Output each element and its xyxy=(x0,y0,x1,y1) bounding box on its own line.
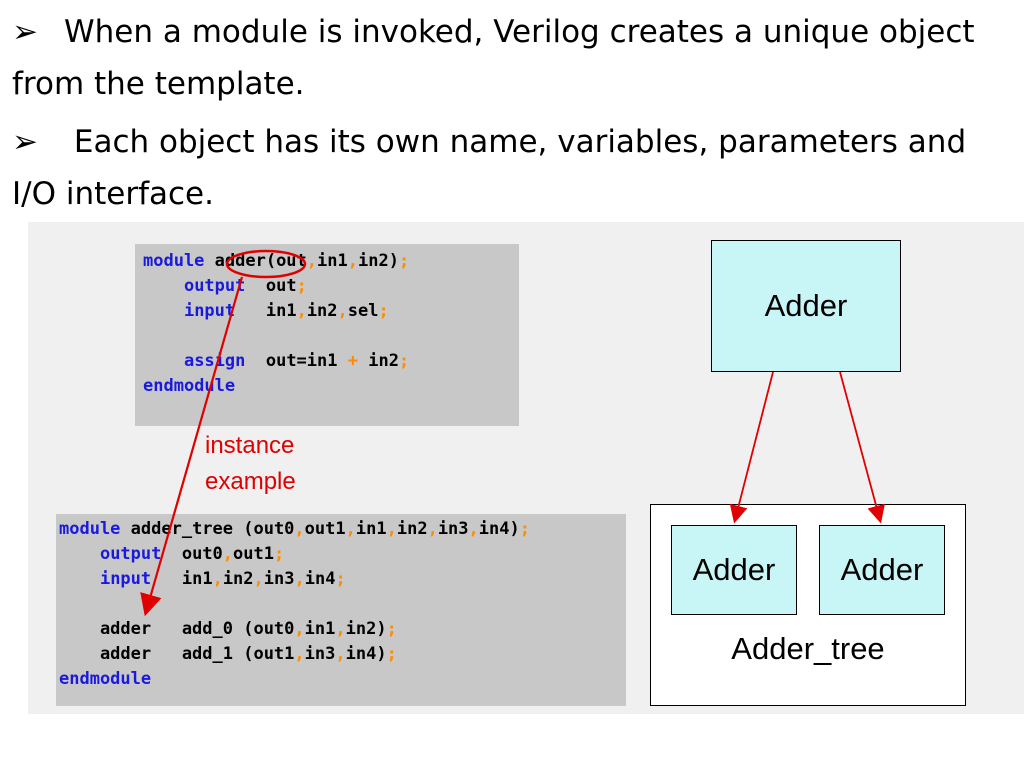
code-keyword: output xyxy=(183,276,246,296)
figure-panel: module adder(out,in1,in2); output out; i… xyxy=(28,222,1024,714)
code-punctuation: , xyxy=(468,519,479,539)
code-keyword: module xyxy=(143,251,205,271)
code-text: in1 xyxy=(151,569,213,589)
code-line: output out0,out1; xyxy=(59,542,626,567)
code-punctuation: + xyxy=(347,351,358,371)
code-line: input in1,in2,sel; xyxy=(143,299,519,324)
code-punctuation: , xyxy=(427,519,438,539)
bullet-text: When a module is invoked, Verilog create… xyxy=(12,14,975,102)
code-text: in1 xyxy=(317,251,348,271)
code-keyword: output xyxy=(99,544,162,564)
code-punctuation: ; xyxy=(274,544,285,564)
code-punctuation: ; xyxy=(296,276,307,296)
code-text: out=in1 xyxy=(245,351,348,371)
code-punctuation: , xyxy=(347,251,358,271)
code-punctuation: , xyxy=(345,519,356,539)
code-line: output out; xyxy=(143,274,519,299)
adder-child-left-box: Adder xyxy=(671,525,797,615)
instance-example-label: instance example xyxy=(205,428,296,500)
code-text: in3 xyxy=(304,644,336,664)
code-punctuation: , xyxy=(386,519,397,539)
code-punctuation: ; xyxy=(398,251,410,271)
code-text: in2 xyxy=(396,519,428,539)
code-text: out xyxy=(245,276,297,296)
code-punctuation: ; xyxy=(378,301,389,321)
code-punctuation: , xyxy=(306,251,318,271)
code-text: adder_tree (out0 xyxy=(120,519,295,539)
bullet-item: ➢ Each object has its own name, variable… xyxy=(12,116,1017,220)
code-keyword: input xyxy=(99,569,152,589)
arrow-bullet-icon: ➢ xyxy=(12,14,38,50)
code-punctuation: , xyxy=(294,569,305,589)
edge-top-to-left-child xyxy=(729,371,774,524)
code-text: in4) xyxy=(478,519,520,539)
code-text: in2 xyxy=(357,351,399,371)
code-text: in2) xyxy=(358,251,399,271)
code-punctuation: , xyxy=(294,519,305,539)
code-text: in1 xyxy=(235,301,297,321)
code-text: sel xyxy=(347,301,379,321)
instance-label-line: instance xyxy=(205,432,295,459)
code-punctuation: , xyxy=(335,619,346,639)
code-text: in2 xyxy=(306,301,338,321)
code-text: out0 xyxy=(161,544,223,564)
instance-label-line: example xyxy=(205,468,296,495)
code-text: adder add_1 (out1 xyxy=(59,644,295,664)
code-line: input in1,in2,in3,in4; xyxy=(59,567,626,592)
code-text: adder add_0 (out0 xyxy=(59,619,295,639)
code-keyword: module xyxy=(59,519,121,539)
code-punctuation: , xyxy=(296,301,307,321)
code-line: endmodule xyxy=(59,667,626,692)
code-keyword: endmodule xyxy=(59,669,152,689)
bullet-list: ➢When a module is invoked, Verilog creat… xyxy=(12,6,1017,226)
code-punctuation: ; xyxy=(398,351,410,371)
adder-child-right-box: Adder xyxy=(819,525,945,615)
code-text: in2 xyxy=(222,569,254,589)
code-text: in3 xyxy=(263,569,295,589)
code-text: in4 xyxy=(304,569,336,589)
arrow-bullet-icon: ➢ xyxy=(12,124,38,160)
adder-top-box: Adder xyxy=(711,240,901,372)
code-line: adder add_1 (out1,in3,in4); xyxy=(59,642,626,667)
code-punctuation: ; xyxy=(386,619,397,639)
bullet-item: ➢When a module is invoked, Verilog creat… xyxy=(12,6,1017,110)
code-text: in2) xyxy=(345,619,387,639)
code-text: in1 xyxy=(355,519,387,539)
code-punctuation: ; xyxy=(386,644,397,664)
code-text: in3 xyxy=(437,519,469,539)
code-punctuation: , xyxy=(335,644,346,664)
code-line: assign out=in1 + in2; xyxy=(143,349,519,374)
code-keyword: input xyxy=(183,301,236,321)
code-keyword: assign xyxy=(183,351,246,371)
instance-arrow xyxy=(140,276,244,617)
code-block-adder-tree: module adder_tree (out0,out1,in1,in2,in3… xyxy=(56,514,626,706)
code-punctuation: , xyxy=(222,544,234,564)
bullet-text: Each object has its own name, variables,… xyxy=(12,124,967,212)
code-punctuation: , xyxy=(294,644,305,664)
code-punctuation: ; xyxy=(519,519,530,539)
code-punctuation: , xyxy=(337,301,348,321)
annotation-overlay xyxy=(140,249,885,617)
code-punctuation: , xyxy=(294,619,305,639)
code-punctuation: , xyxy=(253,569,264,589)
code-line: adder add_0 (out0,in1,in2); xyxy=(59,617,626,642)
code-text: out1 xyxy=(233,544,274,564)
code-line: module adder_tree (out0,out1,in1,in2,in3… xyxy=(59,517,626,542)
highlight-ellipse xyxy=(225,249,307,279)
adder-tree-container: Adder Adder Adder_tree xyxy=(650,504,966,706)
code-text: in1 xyxy=(304,619,336,639)
code-text: out1 xyxy=(304,519,346,539)
code-punctuation: ; xyxy=(335,569,346,589)
edge-top-to-right-child xyxy=(839,371,885,524)
adder-tree-label: Adder_tree xyxy=(731,631,885,666)
code-punctuation: , xyxy=(212,569,223,589)
code-text: in4) xyxy=(345,644,387,664)
